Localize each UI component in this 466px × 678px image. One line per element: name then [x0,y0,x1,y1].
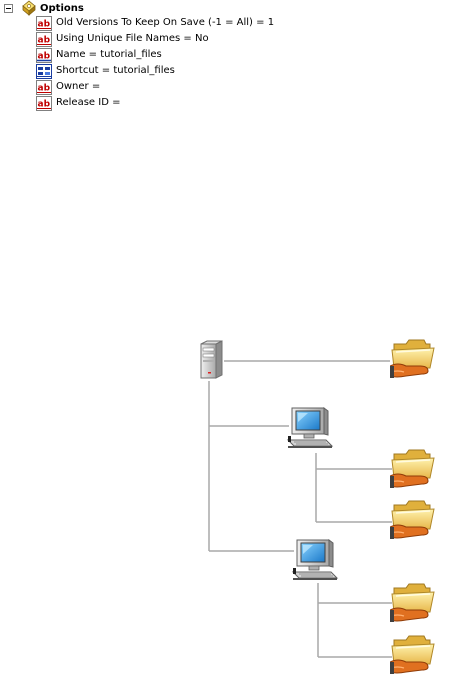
shared-folder-icon[interactable] [390,635,435,675]
options-icon [22,0,36,16]
collapse-expander-icon[interactable] [4,3,13,13]
property-text: Owner = [56,81,101,92]
text-property-icon: ab [36,95,52,111]
svg-text:ab: ab [38,19,51,29]
tree-root-label: Options [40,2,84,14]
text-property-icon: ab [36,79,52,95]
svg-text:ab: ab [38,51,51,61]
property-text: Using Unique File Names = No [56,33,209,44]
svg-text:ab: ab [38,35,51,45]
property-row[interactable]: ab Using Unique File Names = No [36,31,274,47]
property-row[interactable]: Shortcut = tutorial_files [36,63,274,79]
property-row[interactable]: ab Release ID = [36,95,274,111]
svg-text:ab: ab [38,83,51,93]
property-row[interactable]: ab Old Versions To Keep On Save (-1 = Al… [36,15,274,31]
shortcut-property-icon [36,63,52,79]
computer-icon[interactable] [292,539,338,581]
connector-lines [208,360,392,658]
property-text: Old Versions To Keep On Save (-1 = All) … [56,17,275,28]
text-property-icon: ab [36,15,52,31]
property-row[interactable]: ab Owner = [36,79,274,95]
property-text: Release ID = [56,97,121,108]
shared-folder-icon[interactable] [390,500,435,540]
computer-icon[interactable] [287,407,333,449]
property-list: ab Old Versions To Keep On Save (-1 = Al… [36,15,274,111]
tree-node-options[interactable]: Options [4,0,84,16]
text-property-icon: ab [36,47,52,63]
shared-folder-icon[interactable] [390,583,435,623]
server-icon[interactable] [200,340,223,379]
svg-text:ab: ab [38,99,51,109]
shared-folder-icon[interactable] [390,339,435,379]
property-text: Shortcut = tutorial_files [56,65,175,76]
property-row[interactable]: ab Name = tutorial_files [36,47,274,63]
shared-folder-icon[interactable] [390,449,435,489]
text-property-icon: ab [36,31,52,47]
property-text: Name = tutorial_files [56,49,162,60]
